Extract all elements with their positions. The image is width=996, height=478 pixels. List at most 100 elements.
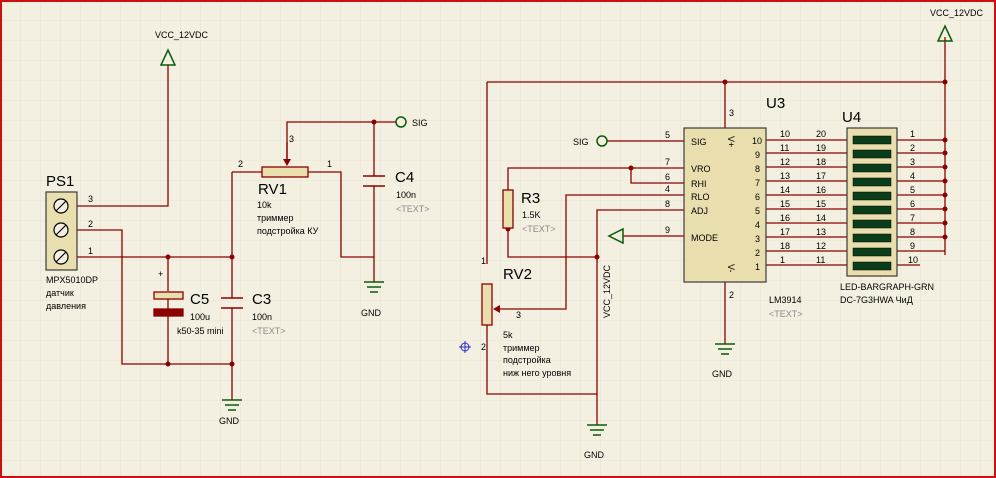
rv2-pin-3: 3 bbox=[516, 310, 521, 320]
rv1-pin-3: 3 bbox=[289, 134, 294, 144]
c3-text-placeholder: <TEXT> bbox=[252, 326, 286, 336]
gnd-u3-label: GND bbox=[712, 369, 733, 379]
u4-part-line1: LED-BARGRAPH-GRN bbox=[840, 282, 934, 292]
u4-lpin-0: 20 bbox=[816, 129, 826, 139]
gnd-rv2-label: GND bbox=[584, 450, 605, 460]
u4-lpin-7: 13 bbox=[816, 227, 826, 237]
r3-resistor bbox=[502, 189, 514, 229]
c5-plus-sign: + bbox=[158, 269, 163, 279]
rv1-pin-1: 1 bbox=[327, 159, 332, 169]
r3-ref: R3 bbox=[521, 190, 540, 207]
u3-rlabel-8: 2 bbox=[755, 248, 760, 258]
u3-text-placeholder: <TEXT> bbox=[769, 309, 803, 319]
u4-lpin-4: 16 bbox=[816, 185, 826, 195]
u3-pin-mode-name: MODE bbox=[691, 233, 718, 243]
c4-text-placeholder: <TEXT> bbox=[396, 204, 430, 214]
u4-lpin-1: 19 bbox=[816, 143, 826, 153]
led-segment-10 bbox=[852, 261, 892, 271]
u4-bargraph bbox=[846, 127, 898, 277]
u4-rpin-2: 3 bbox=[910, 157, 915, 167]
u3-pin-6-num: 6 bbox=[665, 172, 670, 182]
u4-rpin-8: 9 bbox=[910, 241, 915, 251]
u4-lpin-2: 18 bbox=[816, 157, 826, 167]
u4-lpin-5: 15 bbox=[816, 199, 826, 209]
u4-rpin-4: 5 bbox=[910, 185, 915, 195]
r3-value: 1.5K bbox=[522, 210, 541, 220]
vcc-mode-label: VCC_12VDC bbox=[602, 264, 612, 318]
u3-pin-adj-name: ADJ bbox=[691, 206, 708, 216]
u3-pin-7-num: 7 bbox=[665, 157, 670, 167]
sig-top-label: SIG bbox=[412, 118, 428, 128]
u3-rlabel-2: 8 bbox=[755, 164, 760, 174]
sig-terminal-top: SIG bbox=[395, 116, 428, 128]
gnd-symbol-rv2 bbox=[587, 424, 607, 436]
u3-pin-vminus-num: 2 bbox=[729, 290, 734, 300]
led-segment-3 bbox=[852, 163, 892, 173]
u4-rpin-5: 6 bbox=[910, 199, 915, 209]
origin-marker-icon bbox=[459, 341, 471, 353]
sig-terminal-u3: SIG bbox=[573, 135, 608, 147]
u4-rpin-6: 7 bbox=[910, 213, 915, 223]
rv1-pin-2: 2 bbox=[238, 159, 243, 169]
rv1-desc-line1: триммер bbox=[257, 213, 294, 223]
u4-rpin-7: 8 bbox=[910, 227, 915, 237]
u3-part: LM3914 bbox=[769, 295, 802, 305]
junction-dots bbox=[165, 79, 948, 367]
u3-rpin-9: 1 bbox=[780, 255, 785, 265]
gnd-symbol-c4 bbox=[364, 281, 384, 293]
led-segment-1 bbox=[852, 135, 892, 145]
u4-lpin-3: 17 bbox=[816, 171, 826, 181]
led-segment-5 bbox=[852, 191, 892, 201]
rv2-desc-line1: триммер bbox=[503, 343, 540, 353]
rv1-ref: RV1 bbox=[258, 181, 287, 198]
ps1-pin-2: 2 bbox=[88, 219, 93, 229]
u3-pin-rlo-name: RLO bbox=[691, 192, 710, 202]
ps1-ref: PS1 bbox=[46, 173, 74, 190]
u3-rlabel-6: 4 bbox=[755, 220, 760, 230]
u3-pin-8-num: 8 bbox=[665, 199, 670, 209]
c5-ref: C5 bbox=[190, 291, 209, 308]
u3-pin-vplus-num: 3 bbox=[729, 108, 734, 118]
u3-rpin-8: 18 bbox=[780, 241, 790, 251]
u4-rpin-3: 4 bbox=[910, 171, 915, 181]
vcc-symbol-left: VCC_12VDC bbox=[155, 30, 209, 66]
rv2-desc-line3: ниж него уровня bbox=[503, 368, 571, 378]
rv1-value: 10k bbox=[257, 200, 272, 210]
u4-left-pins: 20 19 18 17 16 15 14 13 12 11 bbox=[816, 129, 826, 265]
c3-ref: C3 bbox=[252, 291, 271, 308]
u3-rpin-1: 11 bbox=[780, 143, 789, 153]
ps1-connector bbox=[45, 191, 78, 271]
u3-rlabel-9: 1 bbox=[755, 262, 760, 272]
gnd-symbol-c5 bbox=[222, 399, 242, 411]
u3-rpin-2: 12 bbox=[780, 157, 790, 167]
rv1-desc-line2: подстройка КУ bbox=[257, 226, 319, 236]
u3-rpin-6: 16 bbox=[780, 213, 790, 223]
rv2-trimmer bbox=[481, 283, 500, 326]
u4-part-line2: DC-7G3HWA ЧиД bbox=[840, 295, 913, 305]
ps1-pin-1: 1 bbox=[88, 246, 93, 256]
c3-value: 100n bbox=[252, 312, 272, 322]
led-segment-6 bbox=[852, 205, 892, 215]
u3-rpin-3: 13 bbox=[780, 171, 790, 181]
u3-rlabel-7: 3 bbox=[755, 234, 760, 244]
wires bbox=[77, 37, 946, 425]
rv2-value: 5k bbox=[503, 330, 513, 340]
u3-pin-4-num: 4 bbox=[665, 184, 670, 194]
gnd-symbol-u3 bbox=[715, 343, 735, 355]
u4-ref: U4 bbox=[842, 109, 861, 126]
r3-text-placeholder: <TEXT> bbox=[522, 224, 556, 234]
u3-rpin-0: 10 bbox=[780, 129, 790, 139]
c5-value: 100u bbox=[190, 312, 210, 322]
rv2-ref: RV2 bbox=[503, 266, 532, 283]
rv1-trimmer bbox=[261, 142, 309, 178]
u4-lpin-8: 12 bbox=[816, 241, 826, 251]
u3-ref: U3 bbox=[766, 95, 785, 112]
u3-pin-vminus-name: V- bbox=[726, 264, 736, 273]
u3-pin-vplus-name: V+ bbox=[726, 136, 736, 147]
c5-capacitor bbox=[153, 291, 184, 321]
u3-pin-vro-name: VRO bbox=[691, 164, 711, 174]
u4-rpin-0: 1 bbox=[910, 129, 915, 139]
u3-rlabel-1: 9 bbox=[755, 150, 760, 160]
c4-capacitor bbox=[363, 175, 385, 187]
